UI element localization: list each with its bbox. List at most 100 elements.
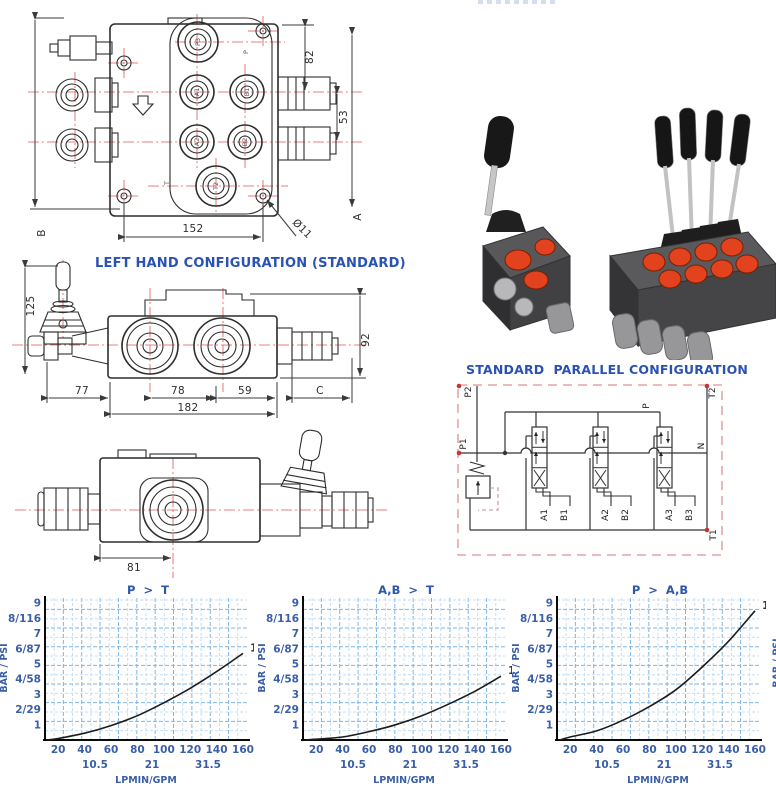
dimension-lines: [94, 544, 171, 562]
x-tick-label: 20: [309, 744, 324, 756]
ports-group: [177, 21, 265, 207]
valve-body: [99, 449, 301, 543]
y-tick-label: 1: [546, 719, 553, 731]
lever-assembly: [39, 261, 87, 345]
schematic-label-t2: T2: [708, 387, 718, 399]
x-tick-label: 60: [362, 744, 377, 756]
y-tick-label: 2/29: [273, 704, 299, 716]
product-photos-artwork: [482, 107, 776, 360]
dimension-lines: [30, 12, 355, 242]
circuit-lines: [459, 386, 708, 531]
side-view-drawing: 125 77 78 59 182 C 92: [0, 258, 390, 428]
cropped-text-artifact: [478, 0, 556, 4]
relief-valve: [465, 461, 499, 511]
port-dots: [456, 383, 710, 533]
port-label-b2: B2: [241, 137, 249, 147]
schematic-label-b3: B3: [685, 509, 695, 521]
port-label-a2: A2: [193, 137, 201, 147]
gpm-tick-label: 31.5: [453, 759, 479, 771]
ref-b: B: [36, 229, 48, 237]
chart-title: P > T: [127, 584, 169, 597]
schematic-label-b2: B2: [621, 509, 631, 521]
y-tick-label: 2/29: [527, 704, 553, 716]
x-tick-label: 60: [616, 744, 631, 756]
spool-symbols: [531, 426, 696, 506]
end-view-drawing: 81: [0, 428, 400, 588]
port-label-a1: A1: [193, 87, 201, 97]
top-view-drawing: 82 53 A B 152 Ø11 P T P3 A1 B1 A2 B2 T2: [0, 0, 390, 256]
gpm-tick-label: 21: [403, 759, 418, 771]
schematic-label-n: N: [697, 442, 707, 450]
y-tick-label: 7: [34, 628, 41, 640]
ref-c: C: [316, 385, 324, 397]
x-tick-label: 20: [563, 744, 578, 756]
schematic-label-p: P: [642, 403, 652, 409]
left-hand-configuration-heading: LEFT HAND CONFIGURATION (STANDARD): [95, 256, 406, 271]
x-tick-label: 120: [437, 744, 459, 756]
dim-78: 78: [171, 385, 185, 397]
y-tick-label: 8/116: [266, 613, 299, 625]
y-tick-label: 9: [546, 598, 553, 610]
lever-assembly: [280, 429, 328, 495]
gpm-tick-label: 21: [145, 759, 160, 771]
y-tick-label: 6/87: [273, 643, 299, 655]
envelope-border: [457, 384, 723, 556]
schematic-label-a3: A3: [665, 509, 675, 521]
x-tick-label: 160: [232, 744, 254, 756]
hydraulic-schematic: P2 T2 P1 N P T1 A1 B1 A2 B2 A3 B3: [450, 378, 776, 568]
y-tick-label: 1: [292, 719, 299, 731]
y-tick-label: 5: [546, 659, 553, 671]
port-label-p: P: [242, 50, 250, 54]
dim-77: 77: [75, 385, 89, 397]
y-tick-label: 9: [34, 598, 41, 610]
side-view-artwork: [12, 260, 368, 418]
x-tick-label: 100: [153, 744, 175, 756]
y-tick-label: 6/87: [527, 643, 553, 655]
gpm-tick-label: 21: [657, 759, 672, 771]
photo-single-spool-valve: [482, 115, 575, 334]
curve-label: 1: [250, 641, 254, 654]
end-view-artwork: [15, 429, 390, 578]
flow-arrow-icon: [131, 95, 155, 116]
x-axis-label: LPMIN/GPM: [627, 775, 689, 786]
y-tick-label: 5: [34, 659, 41, 671]
schematic-artwork: [456, 383, 723, 556]
clipped-fourth-chart-ylabel: BAR / PSI: [771, 638, 776, 688]
y-tick-label: 4/58: [273, 674, 299, 686]
product-photos: [448, 96, 776, 360]
port-label-bottom: T2: [212, 181, 220, 191]
x-tick-label: 80: [388, 744, 403, 756]
y-tick-label: 7: [292, 628, 299, 640]
y-tick-label: 8/116: [8, 613, 41, 625]
gpm-tick-label: 10.5: [340, 759, 366, 771]
x-tick-label: 40: [589, 744, 604, 756]
schematic-label-a2: A2: [601, 509, 611, 521]
dim-59: 59: [238, 385, 252, 397]
y-tick-label: 9: [292, 598, 299, 610]
junction: [502, 450, 508, 456]
x-tick-label: 80: [130, 744, 145, 756]
schematic-label-p1: P1: [459, 438, 469, 450]
y-tick-label: 1: [34, 719, 41, 731]
left-fitting: [37, 487, 101, 531]
x-tick-label: 100: [665, 744, 687, 756]
y-tick-label: 3: [292, 689, 299, 701]
gpm-tick-label: 31.5: [707, 759, 733, 771]
y-tick-label: 8/116: [520, 613, 553, 625]
spool-section-3: [656, 426, 696, 506]
x-axis-label: LPMIN/GPM: [373, 775, 435, 786]
y-tick-label: 2/29: [15, 704, 41, 716]
x-tick-label: 160: [490, 744, 512, 756]
gpm-tick-label: 31.5: [195, 759, 221, 771]
x-tick-label: 140: [464, 744, 486, 756]
spool-section-1: [531, 426, 571, 506]
x-tick-label: 40: [77, 744, 92, 756]
ref-a: A: [352, 213, 364, 221]
